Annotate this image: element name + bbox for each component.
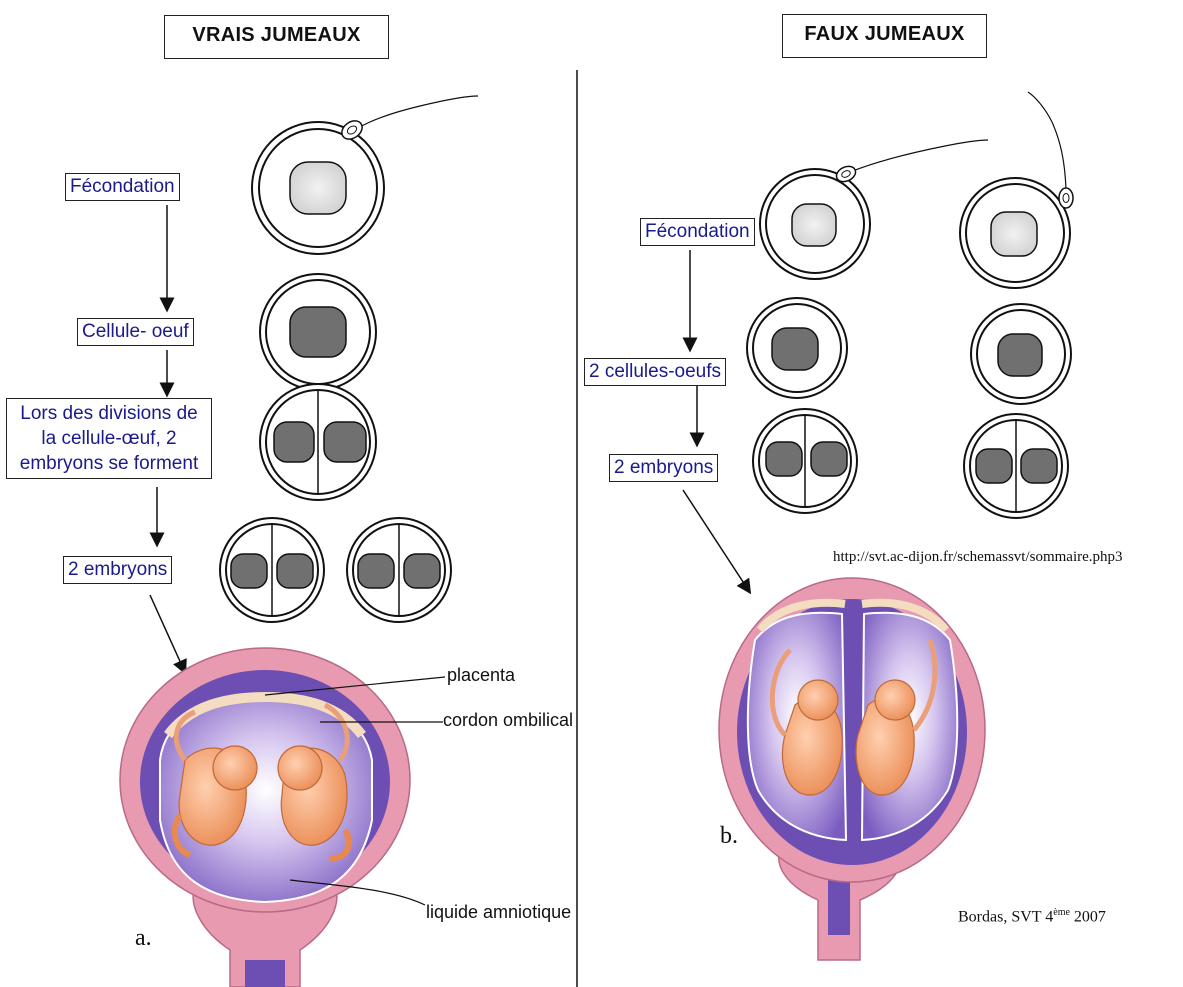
- label-embryons-right: 2 embryons: [609, 454, 718, 482]
- egg-with-sperm-right-b: [960, 92, 1073, 288]
- egg-with-sperm-left: [252, 96, 478, 254]
- label-cellules-oeufs: 2 cellules-oeufs: [584, 358, 726, 386]
- embryo-pair-left-b: [347, 518, 451, 622]
- split-embryo-right-a: [753, 409, 857, 513]
- zygote-left: [260, 274, 376, 390]
- uterus-dizygotic: [719, 578, 985, 960]
- source-url: http://svt.ac-dijon.fr/schemassvt/sommai…: [833, 549, 1123, 566]
- citation-prefix: Bordas, SVT 4: [958, 908, 1053, 925]
- split-embryo-left: [260, 384, 376, 500]
- figure-letter-b: b.: [720, 823, 738, 850]
- label-fecondation-right: Fécondation: [640, 218, 755, 246]
- label-divisions: Lors des divisions de la cellule-œuf, 2 …: [6, 398, 212, 479]
- annotation-cordon: cordon ombilical: [443, 710, 573, 731]
- label-cellule-oeuf: Cellule- oeuf: [77, 318, 194, 346]
- label-embryons-left: 2 embryons: [63, 556, 172, 584]
- annotation-placenta: placenta: [447, 665, 515, 686]
- label-fecondation-left: Fécondation: [65, 173, 180, 201]
- annotation-liquide: liquide amniotique: [426, 902, 571, 923]
- figure-letter-a: a.: [135, 925, 152, 952]
- embryo-pair-left-a: [220, 518, 324, 622]
- title-fraternal-twins: FAUX JUMEAUX: [782, 14, 987, 58]
- uterus-monozygotic: [120, 648, 410, 987]
- citation-suffix: 2007: [1070, 908, 1106, 925]
- citation-superscript: ème: [1053, 907, 1070, 918]
- zygote-right-a: [747, 298, 847, 398]
- egg-with-sperm-right-a: [760, 140, 988, 279]
- zygote-right-b: [971, 304, 1071, 404]
- title-identical-twins: VRAIS JUMEAUX: [164, 15, 389, 59]
- source-citation: Bordas, SVT 4ème 2007: [958, 907, 1106, 926]
- split-embryo-right-b: [964, 414, 1068, 518]
